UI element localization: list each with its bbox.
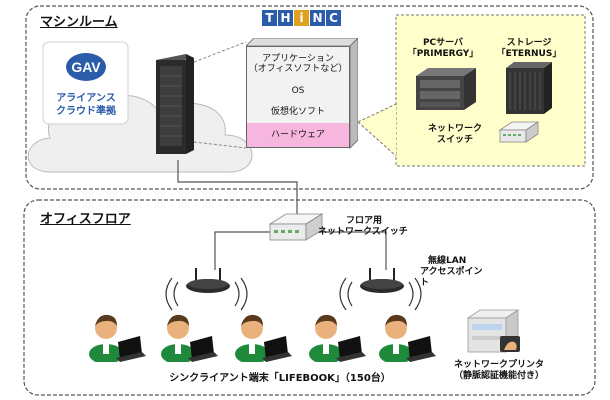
- wlan-label: 無線LAN アクセスポイント: [420, 256, 490, 289]
- alliance-logo: GAV: [64, 52, 108, 82]
- user-laptop-icon: [161, 314, 218, 364]
- stack-layer-label: アプリケーション: [262, 54, 334, 64]
- machine-room-frame: [25, 5, 594, 190]
- thin-client-user: [88, 306, 146, 364]
- network-switch-icon: [498, 121, 540, 143]
- network-switch-icon: [268, 213, 324, 241]
- thin-client-user: [160, 306, 218, 364]
- stack-body: アプリケーション （オフィスソフトなど） OS 仮想化ソフト ハードウェア: [246, 46, 350, 148]
- machine-switch-label: ネットワーク スイッチ: [420, 124, 490, 146]
- thinc-letter: N: [310, 10, 325, 26]
- hardware-callout: [357, 14, 586, 167]
- stack-layer-hardware: ハードウェア: [247, 123, 349, 147]
- office-floor-frame: [23, 199, 596, 396]
- printer-icon: [466, 309, 520, 353]
- user-laptop-icon: [309, 314, 366, 364]
- wifi-waves-right: [339, 277, 422, 311]
- gav-logo-icon: GAV: [66, 53, 106, 81]
- printer-label-line1: ネットワークプリンタ: [453, 360, 544, 370]
- thinc-letter: i: [294, 10, 309, 26]
- machine-network-switch: [498, 120, 540, 144]
- floor-switch-label: フロア用 ネットワークスイッチ: [318, 216, 428, 238]
- stack-layer-label: ハードウェア: [270, 130, 325, 140]
- user-laptop-icon: [235, 314, 292, 364]
- stack-layer-label: 仮想化ソフト: [270, 107, 325, 117]
- wlan-label-line2: アクセスポイント: [420, 267, 483, 288]
- thin-client-caption: シンクライアント端末「LIFEBOOK」（150台）: [169, 373, 391, 384]
- server-rack-icon: [156, 54, 194, 154]
- pc-server-label-line2: 「PRIMERGY」: [407, 49, 479, 59]
- machine-switch-label-line2: スイッチ: [436, 135, 473, 145]
- storage-label-line2: 「ETERNUS」: [496, 49, 562, 59]
- network-lines: [177, 160, 387, 270]
- user-laptop-icon: [89, 314, 146, 364]
- wireless-ap-right: [358, 266, 406, 296]
- alliance-caption-line2: クラウド準拠: [56, 106, 116, 117]
- storage-array: [504, 62, 554, 114]
- floor-switch-label-line1: フロア用: [346, 216, 383, 226]
- software-stack: アプリケーション （オフィスソフトなど） OS 仮想化ソフト ハードウェア: [246, 38, 358, 154]
- pc-server-label: PCサーバ 「PRIMERGY」: [404, 38, 482, 60]
- network-printer: [464, 306, 526, 358]
- pc-server-icon: [416, 68, 476, 110]
- alliance-caption: アライアンス クラウド準拠: [50, 92, 122, 118]
- storage-array-icon: [506, 62, 552, 114]
- printer-label-line2: （静脈認証機能付き）: [453, 371, 544, 381]
- stack-layer-virtualization: 仮想化ソフト: [247, 101, 349, 124]
- machine-room-title: マシンルーム: [40, 15, 118, 30]
- stack-layer-application: アプリケーション （オフィスソフトなど）: [247, 47, 349, 82]
- floor-network-switch: [268, 212, 324, 242]
- wifi-waves-left: [165, 277, 248, 311]
- pc-server-label-line1: PCサーバ: [422, 38, 464, 48]
- thinc-letter: C: [326, 10, 341, 26]
- user-laptop-icon: [379, 314, 436, 364]
- stack-layer-sublabel: （オフィスソフトなど）: [248, 64, 348, 74]
- pc-server: [414, 66, 478, 112]
- office-floor-title: オフィスフロア: [40, 212, 131, 227]
- storage-label: ストレージ 「ETERNUS」: [490, 38, 568, 60]
- stack-layer-os: OS: [247, 81, 349, 102]
- thin-client-user: [234, 306, 292, 364]
- wireless-ap-left: [184, 266, 232, 296]
- thin-client-user: [308, 306, 366, 364]
- svg-text:GAV: GAV: [71, 59, 101, 75]
- router-icon: [186, 268, 230, 293]
- wlan-label-line1: 無線LAN: [428, 256, 467, 266]
- thinc-logo: T H i N C: [262, 10, 341, 26]
- server-rack: [152, 52, 196, 156]
- rack-callout-lines: [193, 41, 247, 149]
- thinc-letter: H: [278, 10, 293, 26]
- stack-layer-label: OS: [291, 86, 305, 96]
- thinc-letter: T: [262, 10, 277, 26]
- alliance-caption-line1: アライアンス: [56, 93, 116, 104]
- storage-label-line1: ストレージ: [506, 38, 552, 48]
- router-icon: [360, 268, 404, 293]
- alliance-logo-box: [42, 41, 129, 125]
- floor-switch-label-line2: ネットワークスイッチ: [318, 227, 408, 237]
- printer-label: ネットワークプリンタ （静脈認証機能付き）: [444, 360, 554, 382]
- machine-switch-label-line1: ネットワーク: [427, 124, 482, 134]
- thin-client-user: [378, 306, 436, 364]
